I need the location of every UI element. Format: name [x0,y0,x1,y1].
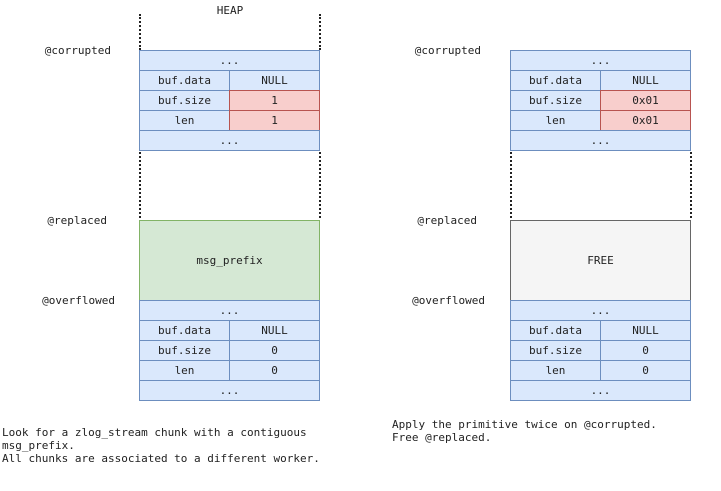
label-corrupted: @corrupted [414,44,481,57]
field-buf-data: buf.data [139,320,230,341]
label-overflowed: @overflowed [42,294,115,307]
value-buf-size: 0 [229,340,320,361]
left-dotted-line-top-left [139,14,141,50]
chunk-ellipsis-top: ... [510,50,691,71]
value-len: 0 [229,360,320,381]
left-dotted-line-top-right [319,14,321,50]
chunk-ellipsis-bottom: ... [139,130,320,151]
field-buf-size: buf.size [510,90,601,111]
left-dotted-line-mid-right [319,152,321,218]
value-buf-data: NULL [600,320,691,341]
value-buf-data: NULL [229,70,320,91]
chunk-ellipsis-top: ... [139,50,320,71]
label-replaced: @replaced [47,214,107,227]
free-block: FREE [510,220,691,301]
field-buf-size: buf.size [510,340,601,361]
chunk-ellipsis-bottom: ... [510,130,691,151]
value-buf-size-corrupted: 0x01 [600,90,691,111]
note-line: All chunks are associated to a different… [2,452,320,465]
heap-title: HEAP [216,4,244,17]
note-line: msg_prefix. [2,439,75,452]
value-buf-data: NULL [600,70,691,91]
left-note: Look for a zlog_stream chunk with a cont… [2,426,320,465]
value-len-corrupted: 1 [229,110,320,131]
value-len-corrupted: 0x01 [600,110,691,131]
right-dotted-line-mid-right [690,152,692,218]
chunk-ellipsis-bottom: ... [510,380,691,401]
value-buf-size: 0 [600,340,691,361]
value-buf-size-corrupted: 1 [229,90,320,111]
field-buf-size: buf.size [139,340,230,361]
field-buf-data: buf.data [510,70,601,91]
right-note: Apply the primitive twice on @corrupted.… [392,418,657,444]
value-buf-data: NULL [229,320,320,341]
field-buf-data: buf.data [139,70,230,91]
note-line: Look for a zlog_stream chunk with a cont… [2,426,307,439]
value-len: 0 [600,360,691,381]
msg-prefix-block: msg_prefix [139,220,320,301]
field-len: len [139,110,230,131]
field-len: len [139,360,230,381]
field-len: len [510,110,601,131]
right-dotted-line-mid-left [510,152,512,218]
chunk-ellipsis-bottom: ... [139,380,320,401]
label-overflowed: @overflowed [412,294,485,307]
note-line: Free @replaced. [392,431,492,444]
left-dotted-line-mid-left [139,152,141,218]
note-line: Apply the primitive twice on @corrupted. [392,418,657,431]
field-buf-data: buf.data [510,320,601,341]
field-len: len [510,360,601,381]
label-corrupted: @corrupted [44,44,111,57]
label-replaced: @replaced [417,214,477,227]
chunk-ellipsis-top: ... [139,300,320,321]
chunk-ellipsis-top: ... [510,300,691,321]
field-buf-size: buf.size [139,90,230,111]
